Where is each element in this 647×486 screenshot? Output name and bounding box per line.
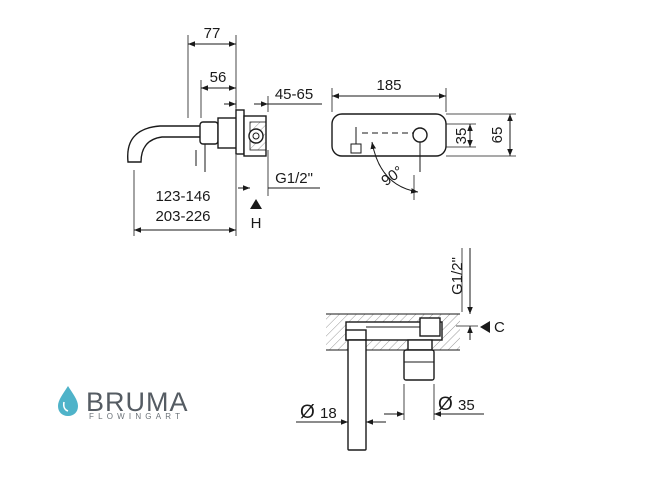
front-view: 185 35 65 90° [331, 77, 516, 200]
dim-body-label: 56 [210, 69, 227, 86]
diameter-handle-label: 35 [458, 397, 475, 414]
dim-height-label: 65 [489, 127, 506, 144]
height-marker-label: H [251, 215, 262, 232]
dim-reach-1-label: 123-146 [155, 188, 210, 205]
dim-width-label: 185 [376, 77, 401, 94]
side-thread-label: G1/2" [275, 170, 313, 187]
dim-reach-2-label: 203-226 [155, 208, 210, 225]
dim-wall-label: 45-65 [275, 86, 313, 103]
c-marker-label: C [494, 319, 505, 336]
side-view: 77 56 45-65 123-146 203-226 G1/2" H [127, 25, 322, 236]
c-marker-arrow-icon [480, 321, 490, 333]
bottom-view: G1/2" C Ø 18 Ø 35 [296, 248, 505, 451]
water-drop-icon [58, 386, 78, 416]
height-arrow-icon [250, 199, 262, 209]
dim-total-label: 77 [204, 25, 221, 42]
diameter-symbol-2: Ø [438, 394, 453, 415]
brand-tagline: FLOWINGART [89, 412, 184, 421]
diameter-symbol-1: Ø [300, 402, 315, 423]
angle-label: 90° [378, 163, 406, 190]
diameter-spout-label: 18 [320, 405, 337, 422]
brand-logo: BRUMA FLOWINGART [58, 386, 189, 421]
dim-inner-height-label: 35 [453, 128, 470, 145]
brand-name: BRUMA [86, 387, 189, 417]
bottom-thread-label: G1/2" [449, 257, 466, 295]
